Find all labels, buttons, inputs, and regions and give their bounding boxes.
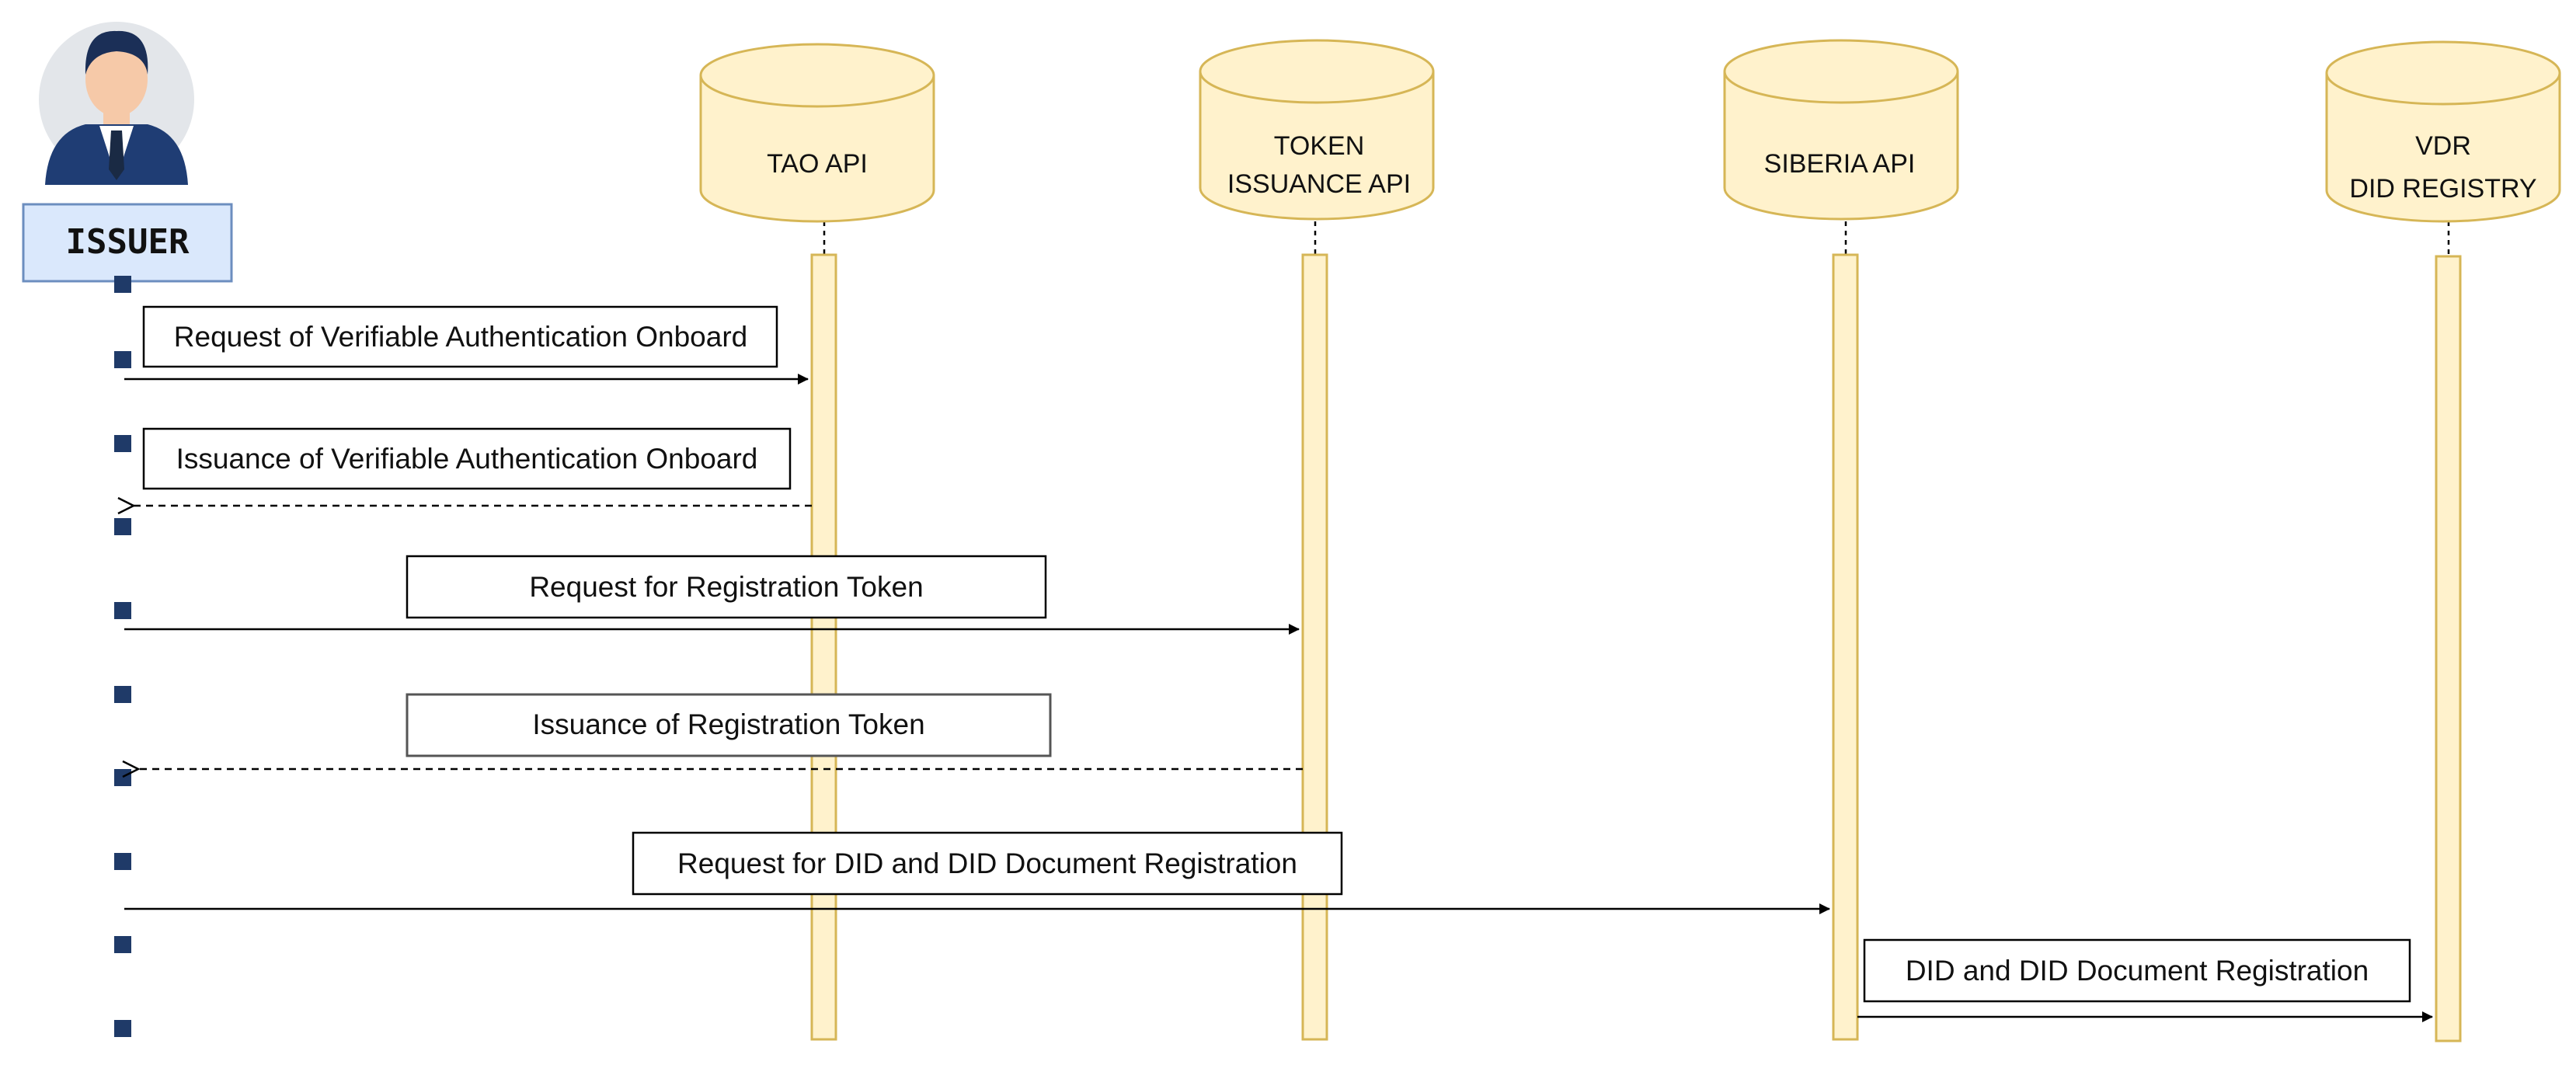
message-label-box <box>406 555 1047 619</box>
lifeline-marker <box>114 1020 131 1037</box>
lifeline-marker <box>114 351 131 368</box>
message-did-registration: DID and DID Document Registration <box>1857 938 2433 1022</box>
issuer-actor: ISSUER <box>22 22 233 283</box>
participant-label: VDR <box>2415 131 2471 161</box>
lifeline-marker <box>114 936 131 953</box>
issuer-lifeline <box>114 276 131 1037</box>
lifeline-marker <box>114 276 131 293</box>
message-label: Issuance of Verifiable Authentication On… <box>176 443 758 475</box>
businessman-icon <box>39 22 194 185</box>
participant-label: ISSUANCE API <box>1227 169 1411 199</box>
message-issuance-registration-token: Issuance of Registration Token <box>138 693 1303 769</box>
activation-bar <box>1301 253 1328 1041</box>
message-label: Request for DID and DID Document Registr… <box>677 847 1297 879</box>
message-label-box <box>406 693 1052 757</box>
message-label-box <box>142 305 778 368</box>
lifeline-marker <box>114 602 131 619</box>
activation-bar <box>810 253 837 1041</box>
cylinder-top-rim <box>2325 72 2561 106</box>
participant-label: SIBERIA API <box>1764 149 1916 179</box>
participant-vdr-did-registry: VDR DID REGISTRY <box>2325 40 2561 1042</box>
lifeline-marker <box>114 853 131 870</box>
lifeline-marker <box>114 518 131 535</box>
message-issuance-onboard: Issuance of Verifiable Authentication On… <box>134 427 812 506</box>
message-label: Request of Verifiable Authentication Onb… <box>174 321 747 353</box>
cylinder-top-rim <box>1199 71 1435 104</box>
message-label: DID and DID Document Registration <box>1906 955 2369 987</box>
database-cylinder-icon <box>2325 40 2561 223</box>
message-label-box <box>142 427 792 490</box>
lifeline-marker <box>114 686 131 703</box>
message-request-did-registration: Request for DID and DID Document Registr… <box>124 831 1830 914</box>
message-label: Request for Registration Token <box>529 571 923 603</box>
message-request-registration-token: Request for Registration Token <box>124 555 1300 635</box>
lifeline-marker <box>114 769 131 786</box>
cylinder-top-rim <box>699 75 935 108</box>
database-cylinder-icon <box>1199 39 1435 221</box>
issuer-label-box <box>22 203 233 283</box>
message-request-onboard: Request of Verifiable Authentication Onb… <box>124 305 809 385</box>
message-label: Issuance of Registration Token <box>532 708 924 740</box>
activation-bar <box>2435 255 2462 1042</box>
participant-label: TOKEN <box>1274 131 1365 161</box>
activation-bar <box>1832 253 1859 1041</box>
cylinder-top-rim <box>1723 71 1959 104</box>
message-label-box <box>632 831 1343 896</box>
message-label-box <box>1863 938 2411 1003</box>
database-cylinder-icon <box>699 43 935 223</box>
participant-label: TAO API <box>767 149 868 179</box>
participant-label: DID REGISTRY <box>2349 174 2536 204</box>
database-cylinder-icon <box>1723 39 1959 221</box>
participant-siberia-api: SIBERIA API <box>1723 39 1959 1041</box>
lifeline-marker <box>114 435 131 452</box>
issuer-label: ISSUER <box>66 222 190 262</box>
